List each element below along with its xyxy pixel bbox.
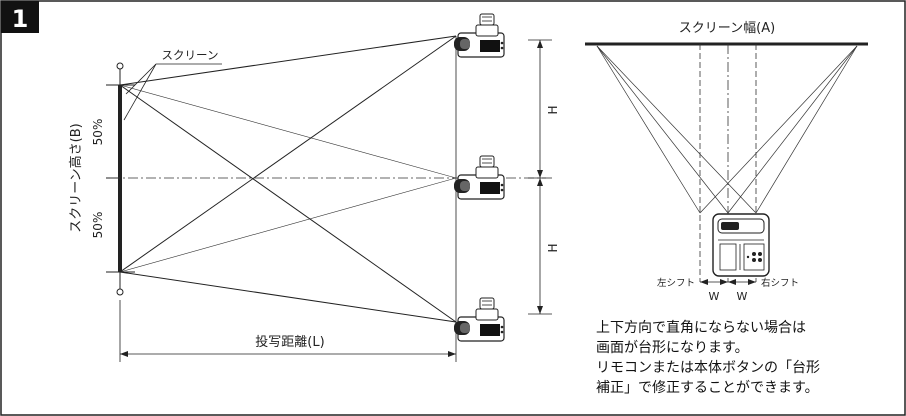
side-view-diagram: スクリーン スクリーン高さ(B) 50% 50% — [68, 13, 560, 362]
screen-width-label: スクリーン幅(A) — [679, 21, 775, 36]
top-view-diagram: スクリーン幅(A) — [585, 21, 868, 303]
figure-number-badge — [1, 1, 39, 33]
note-line: リモコンまたは本体ボタンの「台形 — [596, 360, 820, 376]
shift-left-label: 左シフト — [657, 277, 695, 289]
keystone-note: 上下方向で直角にならない場合は 画面が台形になります。 リモコンまたは本体ボタン… — [596, 318, 896, 398]
w-right-label: W — [737, 290, 748, 303]
screen-height-label: スクリーン高さ(B) — [68, 123, 84, 232]
shift-right-label: 右シフト — [761, 277, 799, 289]
offset-top-label: H — [546, 105, 560, 114]
screen-top-cap — [116, 62, 124, 70]
half-top-label: 50% — [91, 119, 105, 146]
screen-label: スクリーン — [162, 48, 219, 62]
w-left-label: W — [709, 290, 720, 303]
note-line: 補正」で修正することができます。 — [596, 380, 819, 396]
note-line: 上下方向で直角にならない場合は — [596, 320, 806, 336]
projector-top-view — [712, 213, 770, 277]
half-bottom-label: 50% — [91, 212, 105, 239]
distance-label: 投写距離(L) — [255, 334, 324, 350]
offset-bottom-label: H — [546, 243, 560, 252]
figure-number: 1 — [12, 5, 29, 33]
note-line: 画面が台形になります。 — [596, 340, 749, 356]
screen-bottom-cap — [116, 288, 124, 296]
